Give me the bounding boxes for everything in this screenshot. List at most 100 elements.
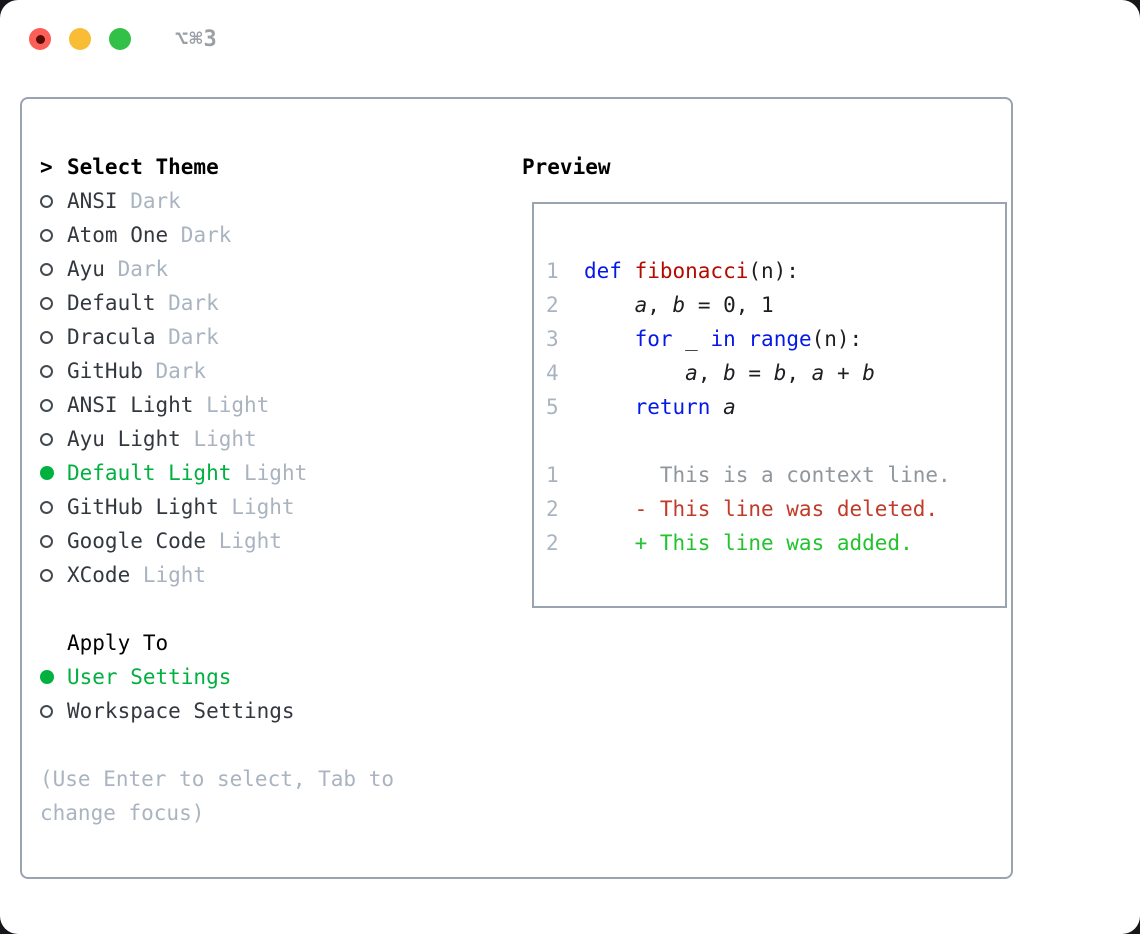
spacer (40, 592, 522, 626)
code-line: 1 def fibonacci(n): (546, 254, 1005, 288)
radio-selected-icon (40, 670, 67, 684)
code-text: a, b = b, a + b (685, 361, 875, 385)
close-button[interactable] (29, 28, 51, 50)
theme-variant-tag: Light (206, 529, 282, 553)
code-line: 3 for _ in range(n): (546, 322, 1005, 356)
apply-to-header-row: Apply To (40, 626, 522, 660)
radio-icon (40, 500, 67, 514)
theme-variant-tag: Light (218, 495, 295, 519)
radio-icon (40, 398, 67, 412)
theme-variant-tag: Dark (142, 359, 207, 383)
theme-variant-tag: Light (193, 393, 270, 417)
theme-variant-tag: Dark (155, 325, 219, 349)
theme-variant-tag: Dark (104, 257, 169, 281)
diff-line: 2 - This line was deleted. (546, 492, 1005, 526)
line-number: 5 (546, 395, 559, 419)
code-line: 5 return a (546, 390, 1005, 424)
theme-option-label: GitHub Light (67, 495, 219, 519)
code-text: for _ in range(n): (634, 327, 863, 351)
theme-variant-tag: Light (130, 563, 207, 587)
theme-option[interactable]: Default Light Light (40, 456, 522, 490)
line-number: 3 (546, 327, 559, 351)
apply-to-option-label: Workspace Settings (67, 699, 295, 723)
line-number: 1 (546, 463, 559, 487)
diff-preview: 1 This is a context line.2 - This line w… (546, 458, 1005, 560)
zoom-button[interactable] (109, 28, 131, 50)
line-number: 2 (546, 531, 559, 555)
apply-to-option[interactable]: User Settings (40, 660, 522, 694)
theme-variant-tag: Light (231, 461, 308, 485)
diff-text: - This line was deleted. (584, 497, 939, 521)
code-text: def fibonacci(n): (584, 259, 799, 283)
theme-option[interactable]: XCode Light (40, 558, 522, 592)
apply-to-option[interactable]: Workspace Settings (40, 694, 522, 728)
theme-option[interactable]: Atom One Dark (40, 218, 522, 252)
line-number: 2 (546, 497, 559, 521)
theme-option-label: ANSI Light (67, 393, 194, 417)
diff-line: 2 + This line was added. (546, 526, 1005, 560)
code-text: a, b = 0, 1 (634, 293, 774, 317)
radio-icon (40, 432, 67, 446)
keyboard-hint: (Use Enter to select, Tab to change focu… (40, 767, 395, 825)
line-number: 2 (546, 293, 559, 317)
code-text: return a (634, 395, 736, 419)
theme-option-label: XCode (67, 563, 131, 587)
code-line: 2 a, b = 0, 1 (546, 288, 1005, 322)
theme-option[interactable]: Google Code Light (40, 524, 522, 558)
line-number: 1 (546, 259, 559, 283)
theme-option[interactable]: GitHub Dark (40, 354, 522, 388)
theme-variant-tag: Dark (155, 291, 219, 315)
diff-line: 1 This is a context line. (546, 458, 1005, 492)
theme-option[interactable]: Ayu Dark (40, 252, 522, 286)
theme-option[interactable]: Ayu Light Light (40, 422, 522, 456)
theme-option[interactable]: GitHub Light Light (40, 490, 522, 524)
theme-option[interactable]: Dracula Dark (40, 320, 522, 354)
theme-option-label: Default Light (67, 461, 232, 485)
radio-icon (40, 330, 67, 344)
radio-icon (40, 364, 67, 378)
radio-icon (40, 228, 67, 242)
theme-option-label: ANSI (67, 189, 118, 213)
minimize-button[interactable] (69, 28, 91, 50)
theme-option-label: Dracula (67, 325, 156, 349)
selection-cursor: > (40, 155, 67, 179)
preview-title: Preview (522, 155, 611, 179)
titlebar: ⌥⌘3 (0, 0, 1140, 78)
radio-icon (40, 296, 67, 310)
theme-list-title: Select Theme (67, 155, 219, 179)
radio-icon (40, 534, 67, 548)
theme-list-header-row: > Select Theme (40, 150, 522, 184)
apply-to-title: Apply To (67, 631, 169, 655)
apply-to-option-label: User Settings (67, 665, 232, 689)
radio-icon (40, 704, 67, 718)
radio-icon (40, 568, 67, 582)
radio-icon (40, 194, 67, 208)
spacer (40, 728, 522, 762)
theme-option[interactable]: ANSI Light Light (40, 388, 522, 422)
cursor-icon: > (40, 155, 53, 179)
diff-text: + This line was added. (584, 531, 913, 555)
theme-option-label: GitHub (67, 359, 143, 383)
theme-option-label: Ayu (67, 257, 105, 281)
radio-icon (40, 262, 67, 276)
diff-text: This is a context line. (584, 463, 951, 487)
spacer (546, 424, 1005, 458)
window-title: ⌥⌘3 (175, 26, 218, 52)
theme-option[interactable]: ANSI Dark (40, 184, 522, 218)
radio-selected-icon (40, 466, 67, 480)
theme-option[interactable]: Default Dark (40, 286, 522, 320)
theme-option-label: Default (67, 291, 156, 315)
theme-variant-tag: Dark (117, 189, 181, 213)
line-number: 4 (546, 361, 559, 385)
theme-option-label: Ayu Light (67, 427, 181, 451)
theme-variant-tag: Light (180, 427, 257, 451)
theme-option-label: Google Code (67, 529, 207, 553)
